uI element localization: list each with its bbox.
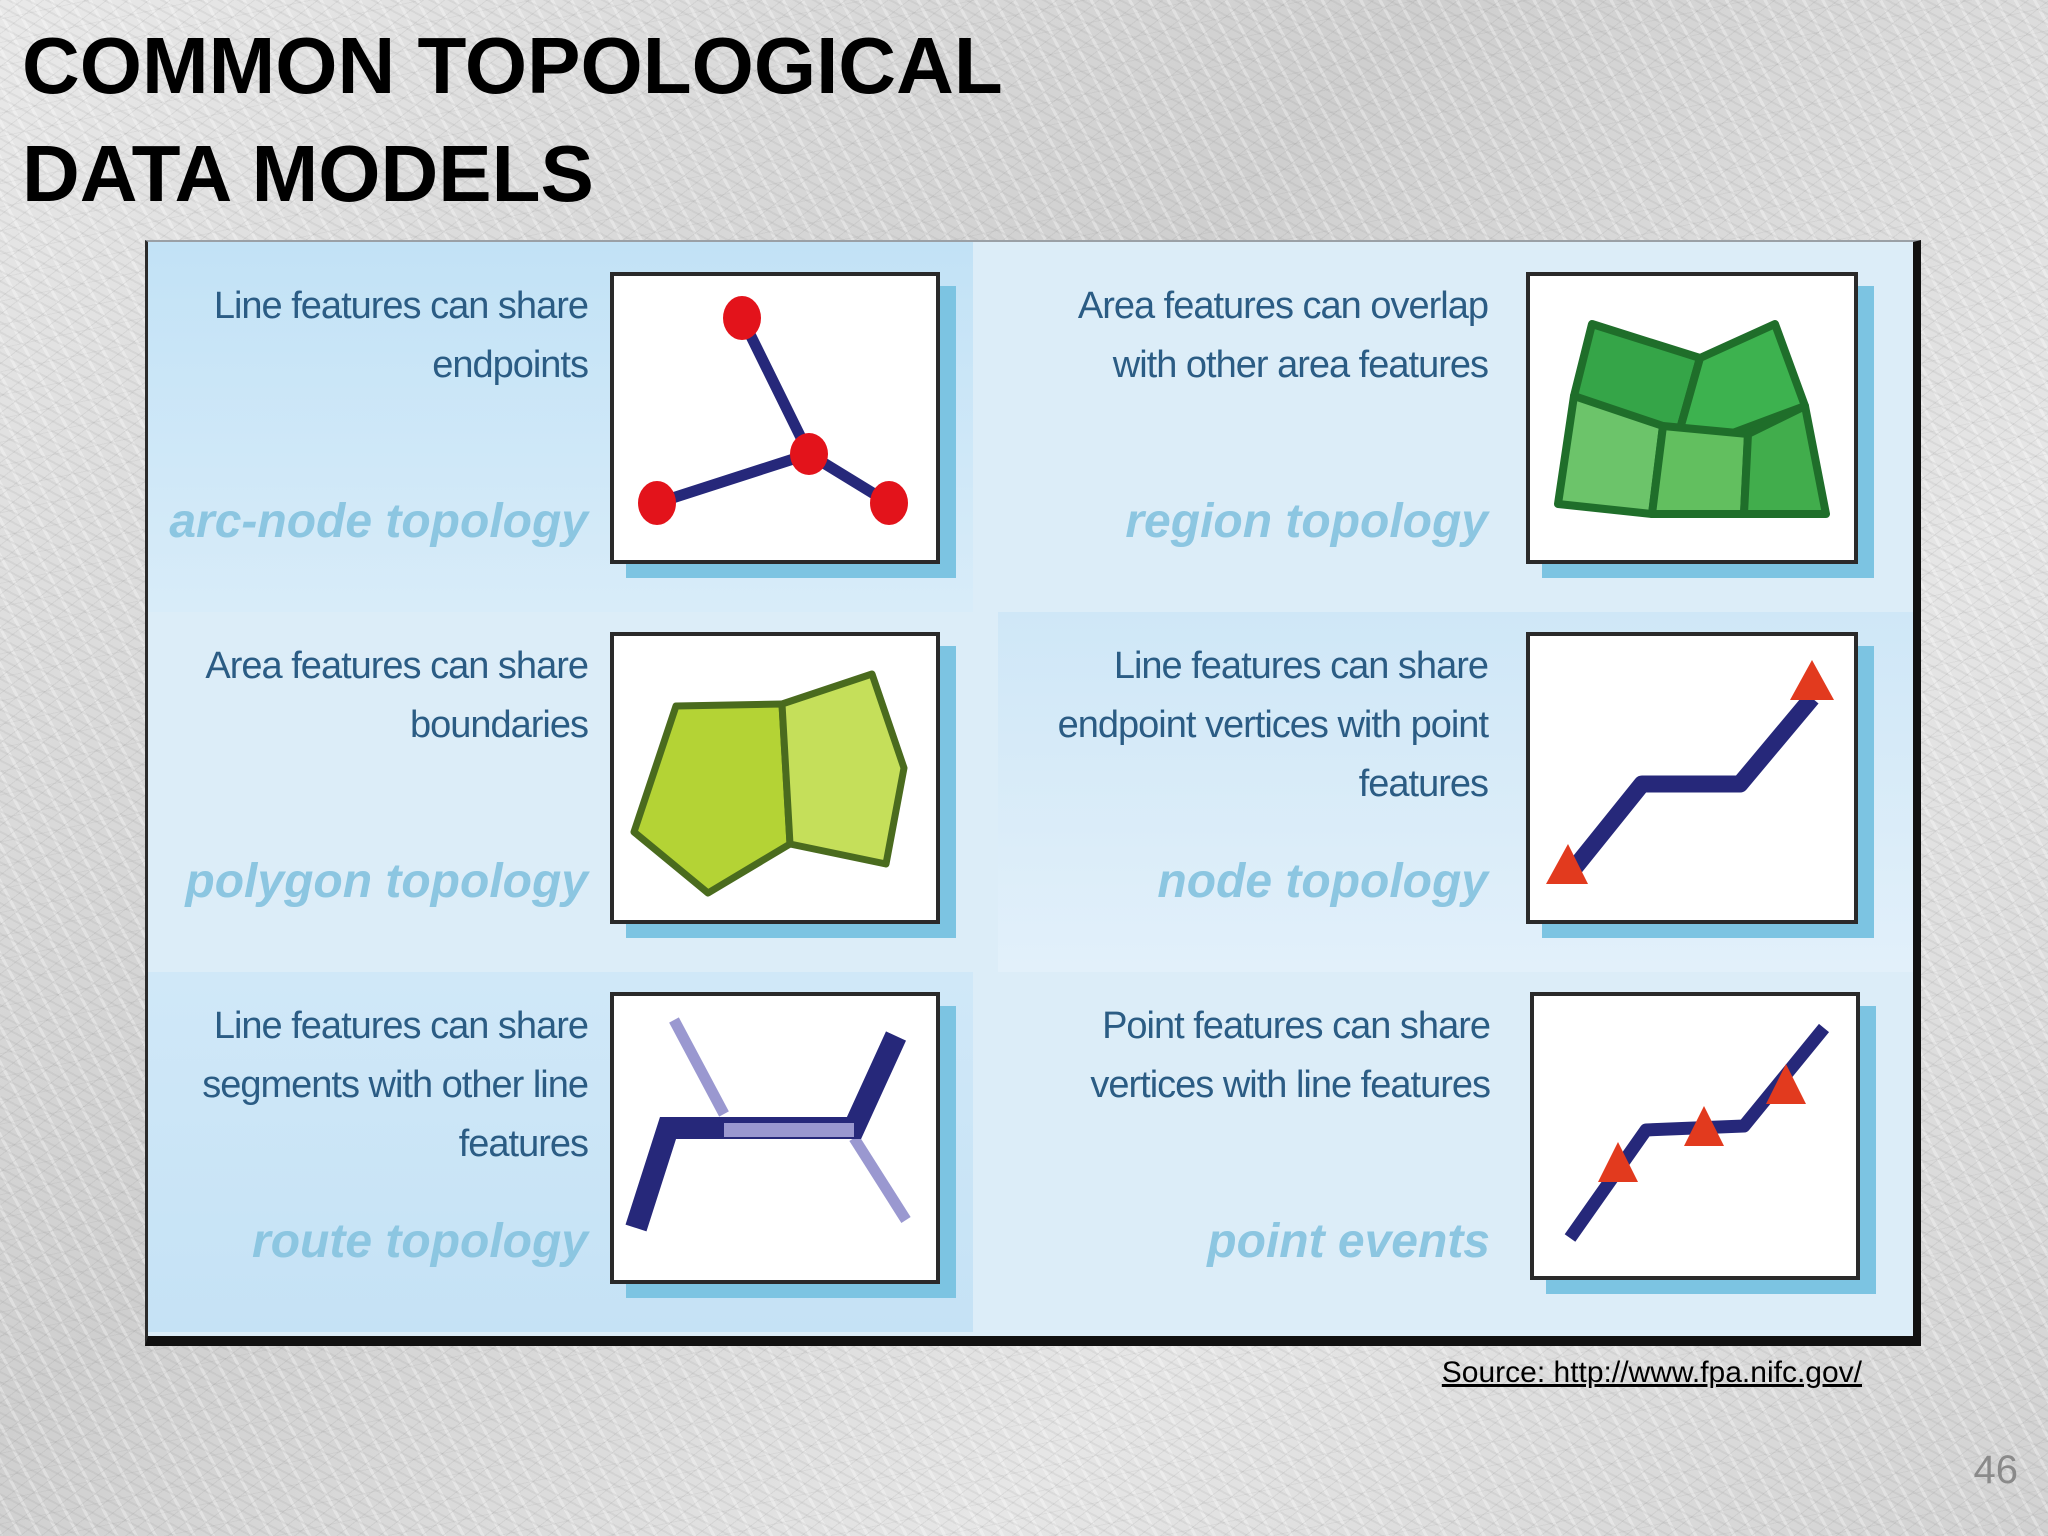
polygon-diagram: [610, 632, 940, 924]
triangle-point: [1546, 844, 1588, 884]
cell-description: Line features can share endpoints: [168, 277, 589, 395]
description-line: segments with other line: [202, 1064, 589, 1106]
polygon-svg: [630, 670, 908, 897]
description-line: features: [458, 1123, 589, 1165]
cell-description: Point features can share vertices with l…: [1018, 997, 1491, 1115]
region-svg: [1554, 320, 1830, 518]
slide-title: COMMON TOPOLOGICAL DATA MODELS: [22, 12, 1003, 228]
route-svg: [625, 1017, 911, 1232]
line-feature: [1561, 692, 1819, 882]
description-line: Area features can overlap: [1077, 285, 1489, 327]
topology-name: route topology: [252, 1215, 588, 1268]
region-polygon: [1648, 422, 1752, 518]
route-line: [669, 1017, 729, 1117]
description-line: endpoints: [432, 344, 589, 386]
route-line: [849, 1135, 911, 1223]
cell-description: Line features can share segments with ot…: [168, 997, 589, 1174]
slide-title-line-1: COMMON TOPOLOGICAL: [22, 21, 1003, 110]
cell-description: Area features can share boundaries: [168, 637, 589, 755]
arc-line: [651, 448, 815, 509]
topology-name: polygon topology: [185, 855, 588, 908]
cell-description: Area features can overlap with other are…: [1018, 277, 1489, 395]
topology-name: arc-node topology: [169, 495, 588, 548]
point-events-diagram: [1530, 992, 1860, 1280]
arc-line: [736, 312, 815, 460]
description-line: endpoint vertices with point: [1057, 704, 1489, 746]
cell-description: Line features can share endpoint vertice…: [1018, 637, 1489, 814]
triangle-point: [1684, 1106, 1724, 1146]
triangle-point: [1790, 660, 1834, 700]
source-link[interactable]: Source: http://www.fpa.nifc.gov/: [1441, 1356, 1862, 1389]
node-point: [638, 481, 676, 525]
topology-models-figure: Line features can share endpoints arc-no…: [145, 240, 1921, 1346]
page-number: 46: [1973, 1448, 2019, 1492]
topology-name: node topology: [1157, 855, 1488, 908]
description-line: Line features can share: [213, 285, 589, 327]
topology-name: point events: [1207, 1215, 1490, 1268]
description-line: Line features can share: [1113, 645, 1489, 687]
shared-boundary-polygon: [630, 700, 794, 897]
description-line: Point features can share: [1102, 1005, 1491, 1047]
node-point: [790, 433, 828, 475]
region-polygon: [1740, 402, 1830, 518]
triangle-point: [1598, 1142, 1638, 1182]
topology-name: region topology: [1125, 495, 1488, 548]
node-point: [870, 481, 908, 525]
description-line: Line features can share: [213, 1005, 589, 1047]
triangle-point: [1766, 1064, 1806, 1104]
description-line: with other area features: [1112, 344, 1489, 386]
region-diagram: [1526, 272, 1858, 564]
description-line: vertices with line features: [1090, 1064, 1491, 1106]
slide-title-line-2: DATA MODELS: [22, 129, 594, 218]
description-line: boundaries: [409, 704, 589, 746]
point-events-svg: [1564, 1023, 1830, 1242]
arc-node-diagram: [610, 272, 940, 564]
shared-boundary-polygon: [778, 670, 908, 868]
node-svg: [1546, 660, 1834, 884]
node-point: [723, 296, 761, 340]
route-diagram: [610, 992, 940, 1284]
description-line: Area features can share: [205, 645, 589, 687]
description-line: features: [1358, 763, 1489, 805]
arc-node-svg: [638, 296, 908, 525]
node-diagram: [1526, 632, 1858, 924]
